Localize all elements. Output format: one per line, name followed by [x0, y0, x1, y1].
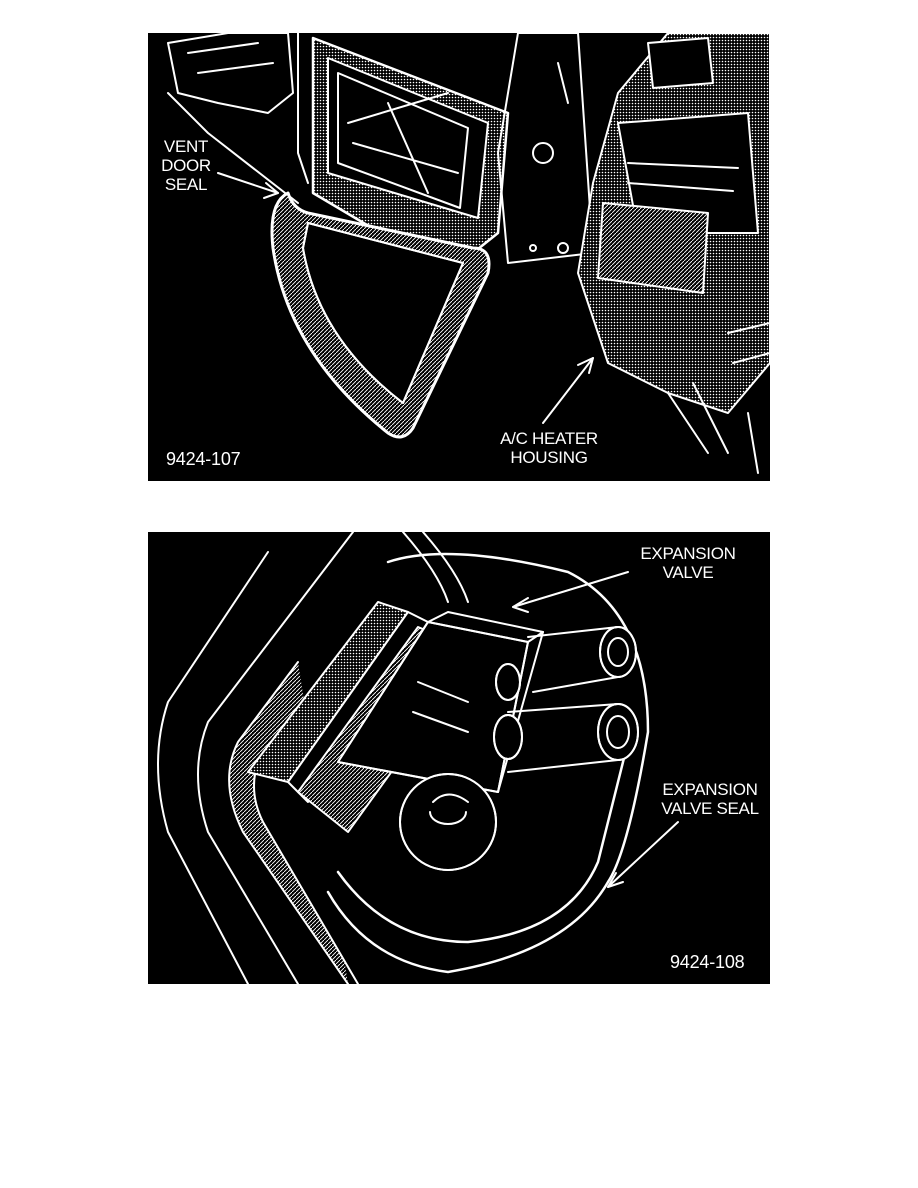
expansion-valve-seal-label-line-2: VALVE SEAL — [661, 799, 759, 818]
vent-door-seal-illustration — [167, 33, 770, 474]
ac-heater-housing-label-line-2: HOUSING — [510, 448, 588, 467]
expansion-valve-label-line-2: VALVE — [662, 563, 714, 582]
expansion-valve-label-line-1: EXPANSION — [640, 544, 736, 563]
figure-expansion-valve: EXPANSION VALVE EXPANSION VALVE SEAL 942… — [148, 532, 770, 984]
expansion-valve-seal-label: EXPANSION VALVE SEAL — [648, 780, 770, 818]
figure-id-2: 9424-108 — [670, 952, 745, 972]
vent-door-seal-label-line-2: DOOR — [161, 156, 211, 175]
ac-heater-housing-label: A/C HEATER HOUSING — [484, 429, 614, 467]
vent-door-seal-label-line-3: SEAL — [164, 175, 208, 194]
vent-door-seal-label: VENT DOOR SEAL — [154, 137, 218, 194]
figure-vent-door-seal: VENT DOOR SEAL A/C HEATER HOUSING 9424-1… — [148, 33, 770, 481]
figure-id-1: 9424-107 — [166, 449, 241, 469]
expansion-valve-seal-label-line-1: EXPANSION — [662, 780, 758, 799]
expansion-valve-illustration — [157, 532, 679, 984]
ac-heater-housing-label-line-1: A/C HEATER — [500, 429, 598, 448]
expansion-valve-label: EXPANSION VALVE — [628, 544, 748, 582]
vent-door-seal-label-line-1: VENT — [163, 137, 209, 156]
